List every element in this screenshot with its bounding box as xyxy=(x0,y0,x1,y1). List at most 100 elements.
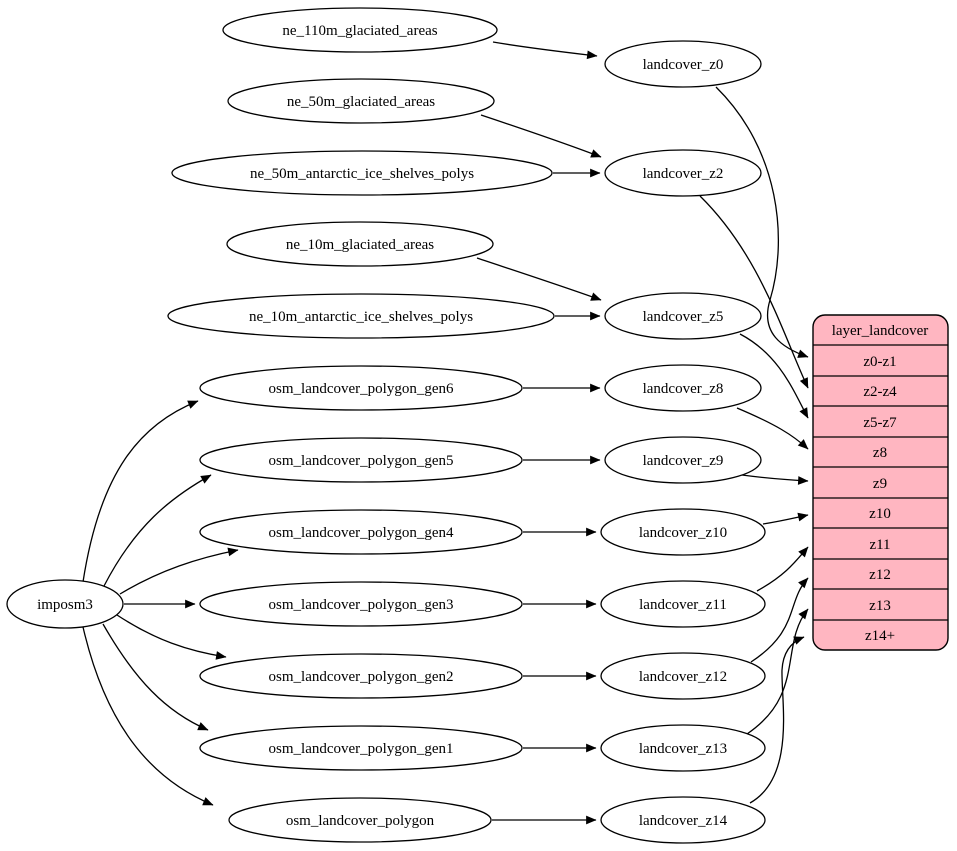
ne_50m_antarctic_ice_shelves_polys-ellipse xyxy=(171,150,553,196)
table-layer_landcover: layer_landcover z0-z1 z2-z4 z5-z7 z8 z9 … xyxy=(812,314,949,651)
edge-landcover_z10-to-row-z10 xyxy=(762,512,809,525)
node-osm_landcover_polygon: osm_landcover_polygon xyxy=(228,797,492,843)
node-landcover_z14: landcover_z14 xyxy=(600,796,766,844)
landcover_z2-ellipse xyxy=(604,149,762,197)
node-landcover_z0: landcover_z0 xyxy=(604,40,762,88)
layer_landcover-row-z12: z12 xyxy=(869,567,891,583)
osm_landcover_polygon_gen4-label: osm_landcover_polygon_gen4 xyxy=(269,525,454,541)
osm_landcover_polygon-label: osm_landcover_polygon xyxy=(286,813,435,829)
node-landcover_z5: landcover_z5 xyxy=(604,292,762,340)
landcover_z13-label: landcover_z13 xyxy=(639,741,727,757)
edge-landcover_z13-to-row-z13 xyxy=(746,608,809,735)
ne_50m_glaciated_areas-label: ne_50m_glaciated_areas xyxy=(287,94,435,110)
landcover_z8-label: landcover_z8 xyxy=(643,381,724,397)
landcover_z10-label: landcover_z10 xyxy=(639,525,727,541)
osm_landcover_polygon_gen5-ellipse xyxy=(199,437,523,483)
osm_landcover_polygon_gen1-label: osm_landcover_polygon_gen1 xyxy=(269,741,454,757)
osm_landcover_polygon_gen2-label: osm_landcover_polygon_gen2 xyxy=(269,669,454,685)
layer_landcover-row-z13: z13 xyxy=(869,598,891,614)
landcover_z12-ellipse xyxy=(600,652,766,700)
node-osm_landcover_polygon_gen4: osm_landcover_polygon_gen4 xyxy=(199,509,523,555)
osm_landcover_polygon_gen2-ellipse xyxy=(199,653,523,699)
edge-landcover_z0-to-row-z0-z1 xyxy=(715,86,809,358)
node-ne_110m_glaciated_areas: ne_110m_glaciated_areas xyxy=(222,7,498,53)
osm_landcover_polygon_gen4-ellipse xyxy=(199,509,523,555)
node-landcover_z11: landcover_z11 xyxy=(600,580,766,628)
edge-ne_110m_glaciated_areas-to-landcover_z0 xyxy=(492,41,598,60)
edge-landcover_z11-to-row-z11 xyxy=(756,546,809,592)
landcover_z0-label: landcover_z0 xyxy=(643,57,724,73)
edge-landcover_z14-to-row-z14plus xyxy=(749,636,805,804)
edge-landcover_z5-to-row-z5-z7 xyxy=(739,333,809,419)
ne_110m_glaciated_areas-label: ne_110m_glaciated_areas xyxy=(282,23,437,39)
layer_landcover-row-z14plus: z14+ xyxy=(865,628,895,644)
edge-landcover_z8-to-row-z8 xyxy=(736,407,809,450)
edge-imposm3-to-osm_landcover_polygon_gen2 xyxy=(116,614,227,660)
edge-imposm3-to-osm_landcover_polygon_gen6 xyxy=(82,400,199,583)
layer_landcover-title: layer_landcover xyxy=(832,323,929,339)
node-ne_50m_glaciated_areas: ne_50m_glaciated_areas xyxy=(227,78,495,124)
layer_landcover-row-z9: z9 xyxy=(873,476,887,492)
ne_10m_glaciated_areas-ellipse xyxy=(226,221,494,267)
osm_landcover_polygon_gen6-ellipse xyxy=(199,365,523,411)
ne_110m_glaciated_areas-ellipse xyxy=(222,7,498,53)
edge-imposm3-to-osm_landcover_polygon xyxy=(82,626,214,806)
node-landcover_z12: landcover_z12 xyxy=(600,652,766,700)
osm_landcover_polygon_gen3-ellipse xyxy=(199,581,523,627)
layer_landcover-row-z2-z4: z2-z4 xyxy=(863,384,897,400)
imposm3-ellipse xyxy=(6,579,124,629)
edge-landcover_z9-to-row-z9 xyxy=(741,474,809,485)
node-imposm3: imposm3 xyxy=(6,579,124,629)
ne_10m_antarctic_ice_shelves_polys-label: ne_10m_antarctic_ice_shelves_polys xyxy=(249,309,473,325)
layer_landcover-box xyxy=(812,314,949,651)
landcover_z5-label: landcover_z5 xyxy=(643,309,724,325)
edge-imposm3-to-osm_landcover_polygon_gen4 xyxy=(119,547,239,595)
layer_landcover-row-z10: z10 xyxy=(869,506,891,522)
landcover_z14-label: landcover_z14 xyxy=(639,813,728,829)
osm_landcover_polygon-ellipse xyxy=(228,797,492,843)
node-osm_landcover_polygon_gen5: osm_landcover_polygon_gen5 xyxy=(199,437,523,483)
layer_landcover-row-z8: z8 xyxy=(873,445,887,461)
node-landcover_z8: landcover_z8 xyxy=(604,364,762,412)
osm_landcover_polygon_gen1-ellipse xyxy=(199,725,523,771)
landcover_z9-label: landcover_z9 xyxy=(643,453,724,469)
landcover_z14-ellipse xyxy=(600,796,766,844)
edge-landcover_z2-to-row-z2-z4 xyxy=(699,195,809,389)
landcover_z11-ellipse xyxy=(600,580,766,628)
node-landcover_z2: landcover_z2 xyxy=(604,149,762,197)
osm_landcover_polygon_gen3-label: osm_landcover_polygon_gen3 xyxy=(269,597,454,613)
edge-imposm3-to-osm_landcover_polygon_gen5 xyxy=(103,474,212,587)
layer_landcover-row-z11: z11 xyxy=(869,537,890,553)
landcover_z11-label: landcover_z11 xyxy=(639,597,727,613)
landcover_z12-label: landcover_z12 xyxy=(639,669,727,685)
edge-group xyxy=(82,41,809,825)
landcover_z0-ellipse xyxy=(604,40,762,88)
node-osm_landcover_polygon_gen2: osm_landcover_polygon_gen2 xyxy=(199,653,523,699)
ne_50m_glaciated_areas-ellipse xyxy=(227,78,495,124)
layer_landcover-row-z5-z7: z5-z7 xyxy=(863,415,897,431)
landcover_z13-ellipse xyxy=(600,724,766,772)
node-landcover_z10: landcover_z10 xyxy=(600,508,766,556)
node-osm_landcover_polygon_gen1: osm_landcover_polygon_gen1 xyxy=(199,725,523,771)
edge-ne_50m_glaciated_areas-to-landcover_z2 xyxy=(480,114,602,158)
landcover_z9-ellipse xyxy=(604,436,762,484)
landcover_z5-ellipse xyxy=(604,292,762,340)
node-ne_10m_glaciated_areas: ne_10m_glaciated_areas xyxy=(226,221,494,267)
edge-landcover_z12-to-row-z12 xyxy=(750,577,809,663)
node-landcover_z9: landcover_z9 xyxy=(604,436,762,484)
landcover_z2-label: landcover_z2 xyxy=(643,166,724,182)
layer_landcover-row-z0-z1: z0-z1 xyxy=(863,354,896,370)
node-ne_50m_antarctic_ice_shelves_polys: ne_50m_antarctic_ice_shelves_polys xyxy=(171,150,553,196)
edge-ne_10m_glaciated_areas-to-landcover_z5 xyxy=(476,257,602,301)
landcover_z8-ellipse xyxy=(604,364,762,412)
edge-imposm3-to-osm_landcover_polygon_gen1 xyxy=(102,623,209,731)
node-landcover_z13: landcover_z13 xyxy=(600,724,766,772)
imposm3-label: imposm3 xyxy=(37,597,93,613)
ne_50m_antarctic_ice_shelves_polys-label: ne_50m_antarctic_ice_shelves_polys xyxy=(250,166,474,182)
node-ne_10m_antarctic_ice_shelves_polys: ne_10m_antarctic_ice_shelves_polys xyxy=(167,293,555,339)
ne_10m_antarctic_ice_shelves_polys-ellipse xyxy=(167,293,555,339)
ne_10m_glaciated_areas-label: ne_10m_glaciated_areas xyxy=(286,237,434,253)
landcover_z10-ellipse xyxy=(600,508,766,556)
